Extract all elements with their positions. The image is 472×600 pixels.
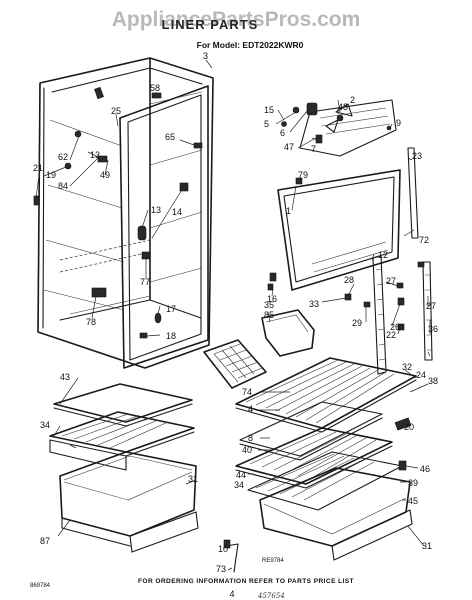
- cabinet-liner: [33, 57, 214, 369]
- callout-35: 35: [264, 300, 274, 310]
- callout-5: 5: [264, 119, 269, 129]
- callout-22: 22: [386, 330, 396, 340]
- callout-23: 23: [412, 151, 422, 161]
- diagram-title: LINER PARTS: [162, 17, 259, 32]
- callout-39: 39: [408, 478, 418, 488]
- callout-74: 74: [242, 387, 252, 397]
- callout-28: 28: [344, 275, 354, 285]
- callout-13a: 13: [90, 150, 100, 160]
- shelf-ladders: [344, 255, 433, 375]
- left-shelves-crisper: [49, 383, 199, 553]
- evaporator-fan-assembly: [281, 99, 419, 239]
- callout-32: 32: [402, 362, 412, 372]
- callout-24: 24: [416, 370, 426, 380]
- callout-20: 20: [404, 422, 414, 432]
- callout-34a: 34: [40, 420, 50, 430]
- callout-26: 26: [390, 322, 400, 332]
- callout-79: 79: [298, 170, 308, 180]
- callout-25: 25: [111, 106, 121, 116]
- watermark: AppliancePartsPros.com: [112, 8, 361, 31]
- callout-31a: 31: [188, 474, 198, 484]
- callout-19: 19: [46, 170, 56, 180]
- callout-17: 17: [166, 304, 176, 314]
- callout-27b: 27: [426, 301, 436, 311]
- callout-38: 38: [428, 376, 438, 386]
- callout-4: 4: [248, 404, 253, 414]
- callout-46: 46: [420, 464, 430, 474]
- callout-8: 8: [248, 433, 253, 443]
- callout-1: 1: [286, 206, 291, 216]
- callout-44: 44: [236, 470, 246, 480]
- model-line: For Model: EDT2022KWR0: [197, 40, 304, 50]
- callout-10: 10: [218, 544, 228, 554]
- callout-87: 87: [40, 536, 50, 546]
- callout-27a: 27: [386, 276, 396, 286]
- callout-21: 21: [33, 163, 43, 173]
- callout-15: 15: [264, 105, 274, 115]
- callout-58: 58: [150, 83, 160, 93]
- callout-78: 78: [86, 317, 96, 327]
- callout-49: 49: [100, 170, 110, 180]
- callout-72: 72: [419, 235, 429, 245]
- callout-12: 12: [378, 250, 388, 260]
- callout-33: 33: [309, 299, 319, 309]
- evaporator-cover: [267, 169, 401, 291]
- ice-tray-and-bin: [203, 309, 315, 389]
- callout-31b: 31: [422, 541, 432, 551]
- callout-47: 47: [284, 142, 294, 152]
- callout-62: 62: [58, 152, 68, 162]
- callout-9: 9: [396, 118, 401, 128]
- callout-36: 36: [428, 324, 438, 334]
- callout-14: 14: [172, 207, 182, 217]
- page-number: 4: [229, 589, 234, 599]
- callout-43: 43: [60, 372, 70, 382]
- callout-18: 18: [166, 331, 176, 341]
- doc-code-mid: RE9784: [262, 558, 284, 564]
- callout-48: 48: [338, 102, 348, 112]
- callout-13b: 13: [151, 205, 161, 215]
- callout-84: 84: [58, 181, 68, 191]
- center-shelves: [223, 357, 417, 573]
- callout-34b: 34: [234, 480, 244, 490]
- callout-40: 40: [242, 445, 252, 455]
- callout-45: 45: [408, 496, 418, 506]
- callout-2: 2: [350, 95, 355, 105]
- callout-7: 7: [311, 144, 316, 154]
- callout-73: 73: [216, 564, 226, 574]
- callout-29: 29: [352, 318, 362, 328]
- handwritten-note: 457654: [257, 592, 285, 600]
- callout-6: 6: [280, 128, 285, 138]
- part-callouts: 3 58 25 65 62 13 21 19 84 49 13 14 77 78…: [33, 51, 438, 574]
- doc-code-left: 869784: [30, 583, 51, 589]
- callout-77: 77: [140, 277, 150, 287]
- callout-3: 3: [203, 51, 208, 61]
- callout-16: 16: [267, 294, 277, 304]
- callout-85: 85: [264, 310, 274, 320]
- leader-lines: [35, 59, 431, 571]
- footer-ordering-info: FOR ORDERING INFORMATION REFER TO PARTS …: [138, 578, 354, 585]
- callout-65: 65: [165, 132, 175, 142]
